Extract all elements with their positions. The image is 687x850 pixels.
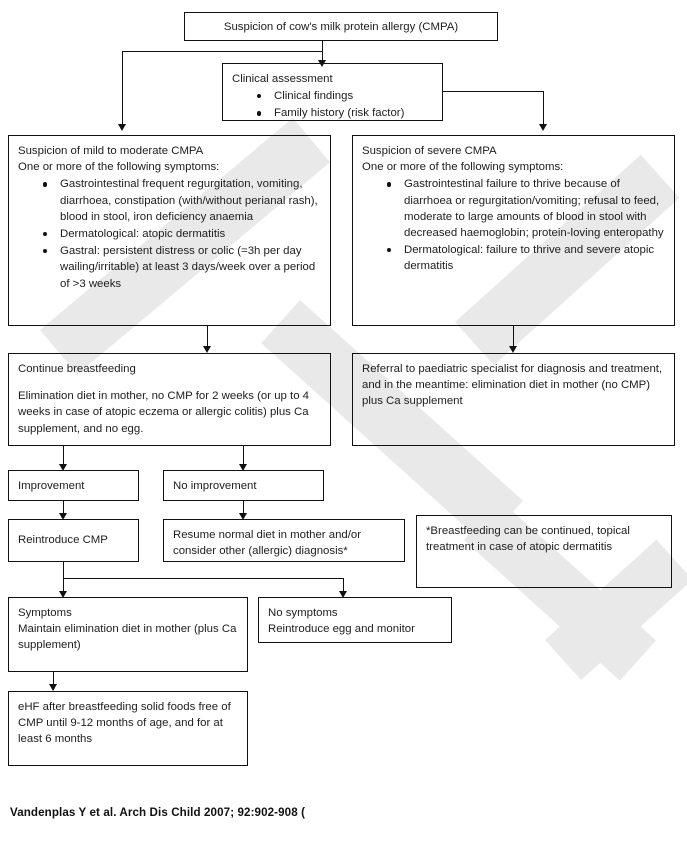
node-symptoms[interactable]: Symptoms Maintain elimination diet in mo… — [8, 597, 248, 672]
node-resume-normal-diet-body: Resume normal diet in mother and/or cons… — [164, 520, 404, 565]
node-resume-normal-diet-text: Resume normal diet in mother and/or cons… — [173, 529, 362, 558]
node-footnote-breastfeeding[interactable]: *Breastfeeding can be continued, topical… — [416, 515, 672, 588]
connector-improvement-to-reintroduce — [63, 501, 65, 518]
node-referral-text: Referral to paediatric specialist for di… — [362, 363, 663, 408]
node-symptoms-line2: Maintain elimination diet in mother (plu… — [18, 623, 237, 652]
connector-reintroduce-stem — [63, 562, 65, 578]
node-severe-cmpa[interactable]: Suspicion of severe CMPA One or more of … — [352, 135, 675, 326]
arrow-to-no-symptoms — [339, 591, 347, 598]
node-no-improvement-body: No improvement — [164, 471, 323, 500]
node-no-symptoms-body: No symptoms Reintroduce egg and monitor — [259, 598, 451, 643]
node-improvement-body: Improvement — [9, 471, 138, 500]
arrow-to-resume-normal-diet — [239, 513, 247, 520]
node-severe-line1: Suspicion of severe CMPA — [362, 145, 497, 157]
arrow-to-symptoms — [59, 591, 67, 598]
node-continue-breastfeeding[interactable]: Continue breastfeeding Elimination diet … — [8, 353, 331, 446]
node-referral-body: Referral to paediatric specialist for di… — [353, 354, 674, 416]
node-severe-body: Suspicion of severe CMPA One or more of … — [353, 136, 674, 281]
node-ehf-text: eHF after breastfeeding solid foods free… — [18, 701, 231, 746]
node-no-symptoms-line2: Reintroduce egg and monitor — [268, 623, 415, 636]
node-no-improvement[interactable]: No improvement — [163, 470, 324, 501]
node-ehf-after-breastfeeding[interactable]: eHF after breastfeeding solid foods free… — [8, 691, 248, 766]
node-clinical-assessment[interactable]: Clinical assessment Clinical findings Fa… — [222, 63, 443, 121]
connector-to-no-symptoms — [343, 578, 345, 595]
connector-symptoms-to-ehf — [53, 672, 55, 690]
arrow-to-ehf — [49, 684, 57, 691]
node-footnote-text: *Breastfeeding can be continued, topical… — [426, 525, 630, 554]
connector-left-branch-drop-right — [322, 51, 324, 63]
node-symptoms-body: Symptoms Maintain elimination diet in mo… — [9, 598, 247, 660]
arrow-to-continue-breastfeeding — [203, 346, 211, 353]
list-item: Family history (risk factor) — [232, 105, 433, 121]
list-item: Clinical findings — [232, 88, 433, 104]
node-reintroduce-cmp-label: Reintroduce CMP — [18, 534, 108, 546]
node-mild-moderate-body: Suspicion of mild to moderate CMPA One o… — [9, 136, 330, 298]
connector-to-symptoms — [63, 578, 65, 595]
connector-no-improvement-to-resume — [243, 501, 245, 518]
node-suspicion-cmpa[interactable]: Suspicion of cow's milk protein allergy … — [184, 12, 498, 41]
node-footnote-body: *Breastfeeding can be continued, topical… — [417, 516, 671, 561]
node-reintroduce-cmp-body: Reintroduce CMP — [9, 520, 138, 554]
arrow-to-reintroduce-cmp — [59, 513, 67, 520]
node-continue-breastfeeding-body: Continue breastfeeding Elimination diet … — [9, 354, 330, 443]
connector-continue-to-no-improvement — [243, 446, 245, 468]
list-item: Gastral: persistent distress or colic (=… — [18, 243, 321, 292]
connector-continue-to-improvement — [63, 446, 65, 468]
list-item: Dermatological: failure to thrive and se… — [362, 242, 665, 274]
citation-text: Vandenplas Y et al. Arch Dis Child 2007;… — [10, 806, 306, 819]
severe-bullet-list: Gastrointestinal failure to thrive becau… — [362, 176, 665, 274]
node-mild-moderate-line2: One or more of the following symptoms: — [18, 161, 220, 174]
node-severe-line2: One or more of the following symptoms: — [362, 161, 564, 174]
arrow-to-referral — [509, 346, 517, 353]
arrow-to-mild-moderate — [118, 124, 126, 131]
list-item: Dermatological: atopic dermatitis — [18, 226, 321, 242]
node-ehf-body: eHF after breastfeeding solid foods free… — [9, 692, 247, 754]
node-clinical-assessment-heading: Clinical assessment — [232, 73, 333, 85]
node-suspicion-cmpa-label: Suspicion of cow's milk protein allergy … — [223, 21, 459, 33]
connector-left-branch-vertical — [122, 51, 124, 127]
list-item: Gastrointestinal failure to thrive becau… — [362, 176, 665, 241]
arrow-to-improvement — [59, 464, 67, 471]
node-continue-breastfeeding-line1: Continue breastfeeding — [18, 363, 136, 375]
node-suspicion-cmpa-body: Suspicion of cow's milk protein allergy … — [185, 13, 497, 41]
connector-left-branch-horizontal — [122, 51, 323, 53]
node-referral-specialist[interactable]: Referral to paediatric specialist for di… — [352, 353, 675, 446]
node-resume-normal-diet[interactable]: Resume normal diet in mother and/or cons… — [163, 519, 405, 562]
connector-right-branch-vertical — [543, 91, 545, 127]
node-improvement[interactable]: Improvement — [8, 470, 139, 501]
arrow-to-no-improvement — [239, 464, 247, 471]
clinical-assessment-bullet-list: Clinical findings Family history (risk f… — [232, 88, 433, 121]
node-reintroduce-cmp[interactable]: Reintroduce CMP — [8, 519, 139, 562]
node-symptoms-line1: Symptoms — [18, 607, 72, 619]
connector-right-branch-horizontal — [443, 91, 544, 93]
list-item: Gastrointestinal frequent regurgitation,… — [18, 176, 321, 225]
node-clinical-assessment-body: Clinical assessment Clinical findings Fa… — [223, 64, 442, 128]
arrow-to-severe — [539, 124, 547, 131]
mild-moderate-bullet-list: Gastrointestinal frequent regurgitation,… — [18, 176, 321, 291]
connector-reintroduce-split-horizontal — [63, 578, 344, 580]
node-no-improvement-label: No improvement — [173, 480, 257, 492]
node-no-symptoms[interactable]: No symptoms Reintroduce egg and monitor — [258, 597, 452, 643]
node-mild-moderate-cmpa[interactable]: Suspicion of mild to moderate CMPA One o… — [8, 135, 331, 326]
node-improvement-label: Improvement — [18, 480, 85, 492]
node-no-symptoms-line1: No symptoms — [268, 607, 338, 619]
node-continue-breastfeeding-line2: Elimination diet in mother, no CMP for 2… — [18, 390, 310, 435]
node-mild-moderate-line1: Suspicion of mild to moderate CMPA — [18, 145, 204, 157]
